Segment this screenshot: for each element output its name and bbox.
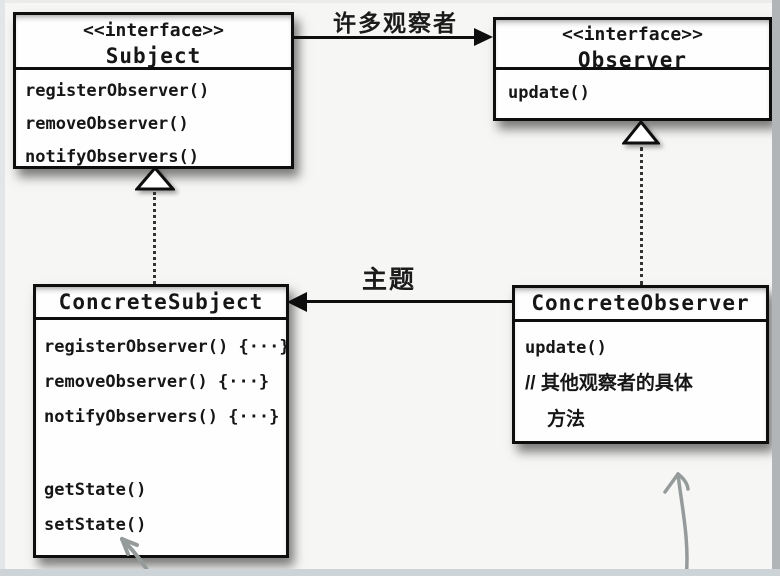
method-item: notifyObservers()	[25, 147, 199, 167]
method-item: getState()	[44, 480, 147, 500]
class-box-concrete-subject: ConcreteSubject registerObserver() {···}…	[33, 284, 289, 558]
class-name-observer: Observer	[577, 48, 688, 72]
method-item: removeObserver() {···}	[44, 372, 270, 392]
method-item: registerObserver() {···}	[44, 337, 289, 357]
class-body-concrete-subject: registerObserver() {···} removeObserver(…	[36, 320, 286, 543]
comment-line: // 其他观察者的具体	[525, 373, 693, 394]
class-name-concrete-subject: ConcreteSubject	[36, 287, 286, 320]
association-line-subject-observer	[293, 36, 477, 39]
realization-dashed-line	[153, 192, 156, 284]
method-item: removeObserver()	[25, 114, 189, 134]
realization-dashed-line	[640, 147, 643, 285]
class-box-observer: <<interface>> Observer update()	[493, 17, 772, 121]
class-header-subject: <<interface>> Subject	[16, 15, 291, 70]
method-item: notifyObservers() {···}	[44, 407, 280, 427]
class-name-concrete-observer: ConcreteObserver	[515, 288, 766, 322]
class-box-concrete-observer: ConcreteObserver update() // 其他观察者的具体 方法	[512, 285, 769, 444]
arrowhead-icon	[474, 28, 493, 46]
class-header-observer: <<interface>> Observer	[496, 20, 769, 72]
hand-drawn-arrow-icon	[663, 472, 690, 576]
edge-label-subject: 主题	[362, 266, 417, 294]
class-body-concrete-observer: update() // 其他观察者的具体 方法	[515, 322, 766, 438]
arrowhead-icon	[287, 292, 307, 312]
class-body-subject: registerObserver() removeObserver() noti…	[16, 70, 291, 167]
generalization-triangle-icon	[622, 120, 660, 145]
generalization-triangle-icon	[135, 166, 175, 191]
method-item: registerObserver()	[25, 81, 210, 101]
class-box-subject: <<interface>> Subject registerObserver()…	[13, 12, 294, 169]
association-line-concreteobserver-concretesubject	[305, 300, 512, 303]
scan-edge-right	[772, 0, 780, 576]
scan-edge-left	[0, 0, 5, 576]
comment-line: 方法	[547, 409, 586, 430]
scan-edge-bottom	[0, 569, 780, 576]
stereotype-label: <<interface>>	[83, 20, 224, 41]
method-item: setState()	[44, 515, 147, 535]
edge-label-many-observers: 许多观察者	[333, 10, 458, 36]
method-item: update()	[525, 338, 607, 358]
scan-edge-top	[0, 0, 780, 3]
class-name-subject: Subject	[105, 44, 202, 68]
class-body-observer: update()	[496, 70, 769, 108]
method-spacer	[44, 435, 286, 473]
method-item: update()	[508, 83, 590, 103]
stereotype-label: <<interface>>	[562, 24, 703, 45]
